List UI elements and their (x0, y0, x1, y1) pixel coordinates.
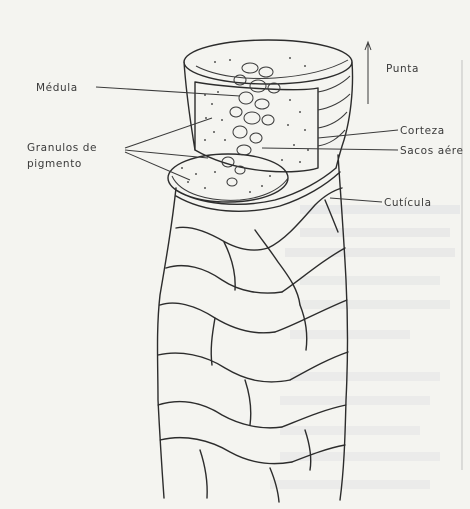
label-sacos: Sacos aére (400, 145, 464, 157)
label-punta: Punta (386, 63, 419, 75)
cross-section (168, 40, 353, 202)
label-granulos-line1: Granulos de (27, 142, 97, 154)
top-cut-surface (184, 40, 352, 84)
segment-left-edge (184, 62, 195, 150)
label-corteza: Corteza (400, 125, 445, 137)
shaft-left-edge (158, 188, 177, 498)
label-granulos-line2: pigmento (27, 158, 82, 170)
longitudinal-cut-face (195, 82, 318, 172)
label-cuticula: Cutícula (384, 197, 432, 209)
label-medula: Médula (36, 82, 78, 94)
